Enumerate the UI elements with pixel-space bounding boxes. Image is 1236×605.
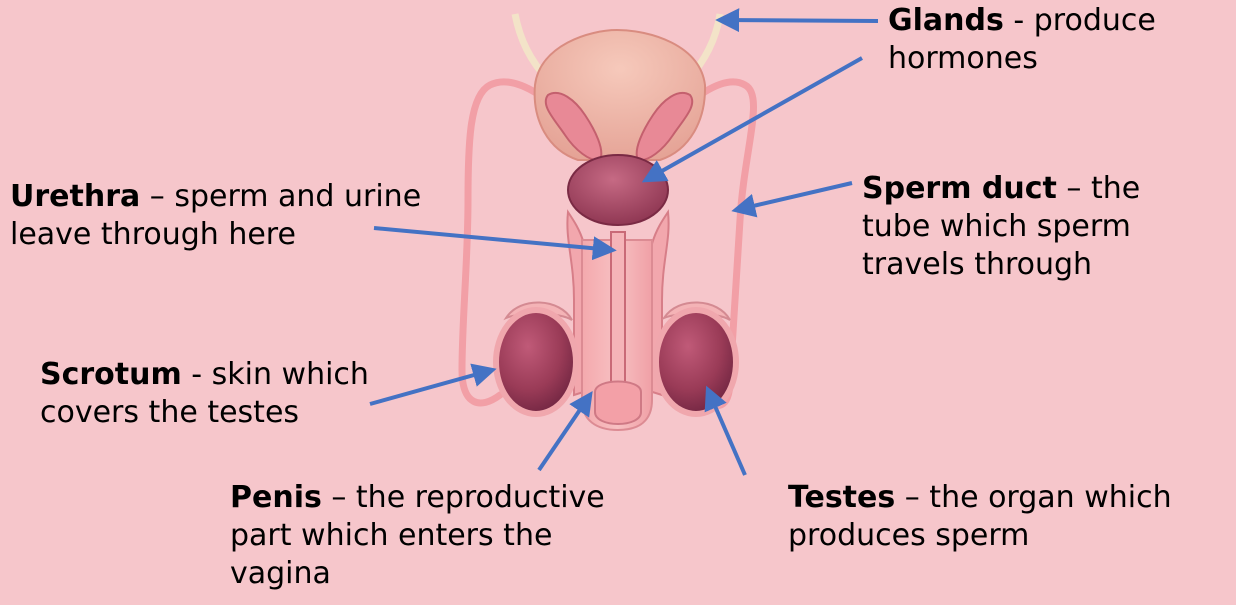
label-glands-line2: hormones (888, 40, 1156, 78)
prostate (568, 155, 668, 225)
label-glands-term: Glands (888, 3, 1004, 38)
arrow-sperm-duct (736, 183, 852, 210)
label-glands: Glands - produce hormones (888, 2, 1156, 78)
label-urethra-desc: – sperm and urine (140, 179, 421, 214)
label-penis-desc: – the reproductive (322, 480, 605, 515)
label-penis-line2: part which enters the (230, 517, 605, 555)
label-penis: Penis – the reproductive part which ente… (230, 479, 605, 593)
label-sperm-duct: Sperm duct – the tube which sperm travel… (862, 170, 1140, 284)
label-penis-line3: vagina (230, 555, 605, 593)
label-urethra-term: Urethra (10, 179, 140, 214)
label-urethra-line2: leave through here (10, 216, 421, 254)
label-penis-term: Penis (230, 480, 322, 515)
glans (595, 382, 641, 425)
label-scrotum-line2: covers the testes (40, 394, 369, 432)
testis-right (656, 310, 736, 414)
label-testes: Testes – the organ which produces sperm (788, 479, 1172, 555)
label-testes-term: Testes (788, 480, 895, 515)
testis-left (496, 310, 576, 414)
label-scrotum-term: Scrotum (40, 357, 182, 392)
label-urethra: Urethra – sperm and urine leave through … (10, 178, 421, 254)
label-sperm-duct-line2: tube which sperm (862, 208, 1140, 246)
label-sperm-duct-line3: travels through (862, 246, 1140, 284)
label-sperm-duct-desc: – the (1057, 171, 1140, 206)
label-testes-desc: – the organ which (895, 480, 1171, 515)
label-testes-line2: produces sperm (788, 517, 1172, 555)
arrow-glands-ureter (720, 20, 878, 21)
label-glands-desc: - produce (1004, 3, 1156, 38)
label-sperm-duct-term: Sperm duct (862, 171, 1057, 206)
label-scrotum-desc: - skin which (182, 357, 369, 392)
label-scrotum: Scrotum - skin which covers the testes (40, 356, 369, 432)
